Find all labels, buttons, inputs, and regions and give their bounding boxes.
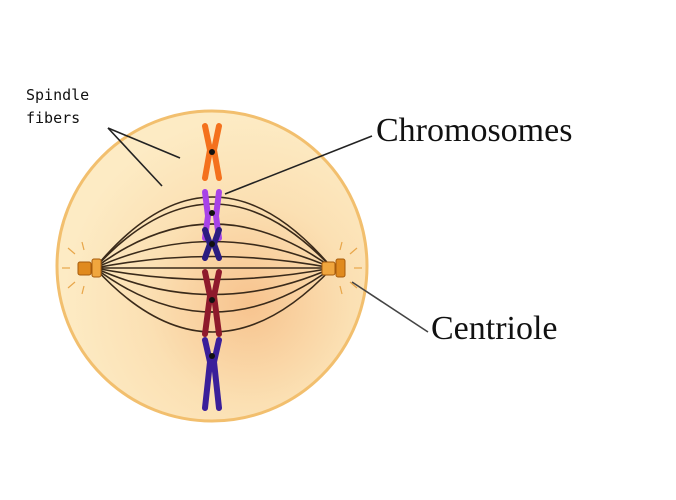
cell-body: [55, 109, 369, 423]
spindle-fibers-label: Spindle fibers: [26, 84, 89, 130]
spindle-fibers-label-line2: fibers: [26, 109, 81, 127]
leader-spindle-upper: [107, 127, 181, 159]
chromosome-1: [202, 123, 222, 181]
leader-chromosomes: [224, 135, 373, 195]
leader-spindle-lower: [107, 127, 163, 187]
centriole-left: [77, 258, 102, 278]
chromosome-4: [202, 269, 222, 337]
chromosome-5: [202, 337, 222, 411]
centriole-right: [321, 258, 346, 278]
centriole-label: Centriole: [431, 310, 558, 347]
leader-centriole: [351, 281, 429, 333]
aster-left: [62, 241, 85, 295]
chromosomes-label: Chromosomes: [376, 112, 573, 149]
aster-right: [339, 241, 362, 295]
leader-lines: [107, 127, 429, 333]
chromosome-3: [202, 227, 222, 261]
spindle-fibers-label-line1: Spindle: [26, 86, 90, 104]
